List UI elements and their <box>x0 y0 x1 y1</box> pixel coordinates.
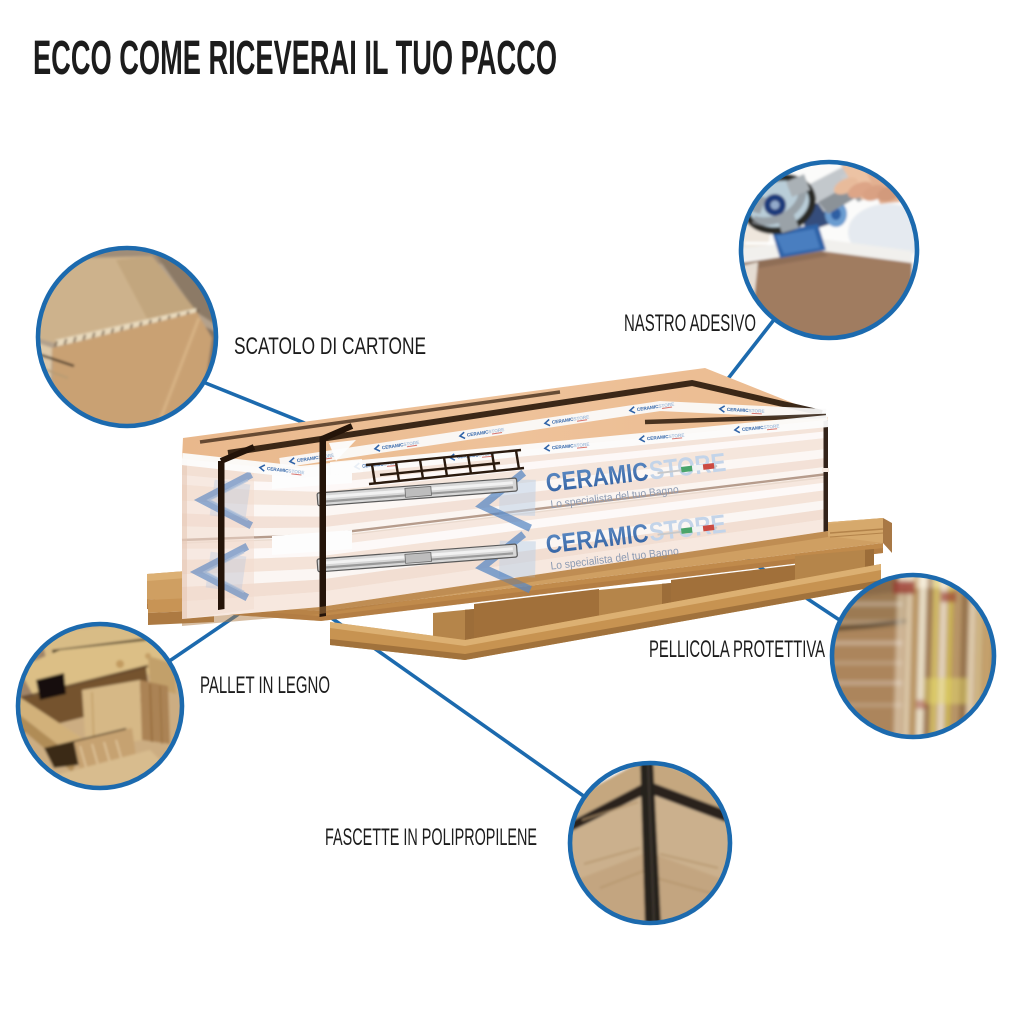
svg-text:CERAMICSTORE: CERAMICSTORE <box>552 442 590 451</box>
svg-text:CERAMICSTORE: CERAMICSTORE <box>467 427 505 438</box>
svg-text:PELLICOLA PROTETTIVA: PELLICOLA PROTETTIVA <box>649 636 825 663</box>
svg-text:CERAMICSTORE: CERAMICSTORE <box>382 440 420 451</box>
svg-text:CERAMICSTORE: CERAMICSTORE <box>552 414 590 425</box>
svg-text:CERAMICSTORE: CERAMICSTORE <box>297 453 335 464</box>
svg-text:CERAMICSTORE: CERAMICSTORE <box>742 423 780 432</box>
svg-text:CERAMICSTORE: CERAMICSTORE <box>647 433 685 442</box>
svg-text:CERAMICSTORE: CERAMICSTORE <box>267 466 305 475</box>
svg-text:CERAMICSTORE: CERAMICSTORE <box>637 402 675 413</box>
svg-text:CERAMICSTORE: CERAMICSTORE <box>727 407 765 414</box>
svg-text:ECCO COME RICEVERAI IL TUO PAC: ECCO COME RICEVERAI IL TUO PACCO <box>33 32 557 85</box>
svg-text:PALLET IN LEGNO: PALLET IN LEGNO <box>200 672 330 699</box>
svg-text:SCATOLO DI CARTONE: SCATOLO DI CARTONE <box>234 333 426 360</box>
svg-text:FASCETTE IN POLIPROPILENE: FASCETTE IN POLIPROPILENE <box>325 824 537 851</box>
svg-text:NASTRO ADESIVO: NASTRO ADESIVO <box>624 310 756 337</box>
